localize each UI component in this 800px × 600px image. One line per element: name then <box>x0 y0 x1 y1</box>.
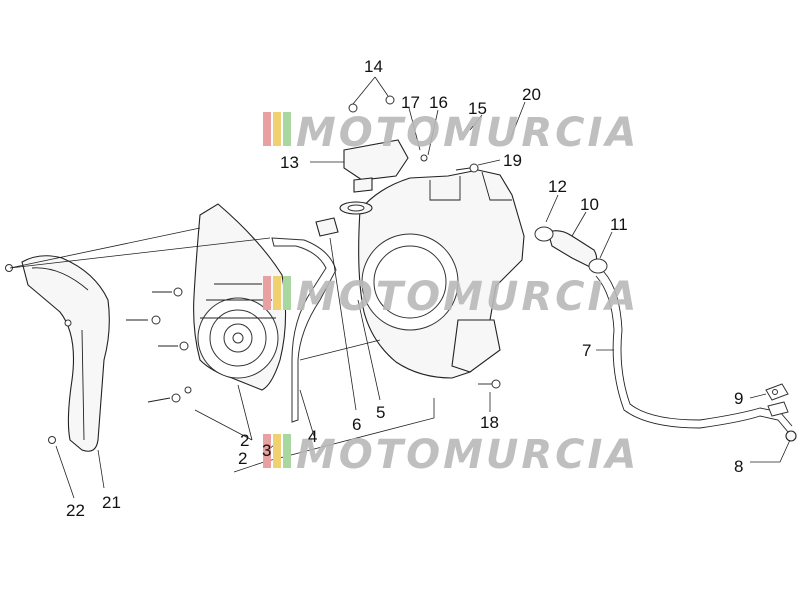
seal-ring <box>339 201 373 215</box>
part-11-clamp <box>588 258 608 274</box>
wm-stripe-green <box>283 434 291 468</box>
watermark-text: MOTOMURCIA <box>296 274 639 320</box>
part-22-screw <box>48 436 56 444</box>
part-5-housing <box>358 169 525 379</box>
part-7-pipe <box>595 271 793 433</box>
callout-9: 9 <box>734 389 743 408</box>
watermark-bottom: MOTOMURCIA <box>263 432 639 478</box>
wm-stripe-red <box>263 276 271 310</box>
wm-stripe-green <box>283 112 291 146</box>
callout-22: 22 <box>66 501 85 520</box>
callout-15: 15 <box>468 99 487 118</box>
callout-13: 13 <box>280 153 299 172</box>
callout-7: 7 <box>582 341 591 360</box>
wm-stripe-yellow <box>273 434 281 468</box>
wm-stripe-yellow <box>273 112 281 146</box>
part-12-clamp <box>534 226 554 242</box>
callout-2: 2 <box>240 431 249 450</box>
wm-stripe-red <box>263 434 271 468</box>
part-3-fan-cover <box>193 203 287 391</box>
part-10-hose-connector <box>547 230 598 269</box>
wm-stripe-yellow <box>273 276 281 310</box>
callout-5: 5 <box>376 403 385 422</box>
part-9-gasket <box>765 383 789 401</box>
watermark-text: MOTOMURCIA <box>296 432 639 478</box>
callout-2-lower: 2 <box>238 449 247 468</box>
callouts: 14 17 16 15 20 13 19 12 10 11 7 9 8 18 5… <box>66 57 743 520</box>
watermark-top: MOTOMURCIA <box>263 110 639 156</box>
part-21-side-cover <box>21 255 110 452</box>
wm-stripe-green <box>283 276 291 310</box>
part-4-gasket <box>271 237 337 423</box>
callout-8: 8 <box>734 457 743 476</box>
leader-lines <box>9 76 791 499</box>
callout-10: 10 <box>580 195 599 214</box>
callout-11: 11 <box>610 215 628 234</box>
callout-17: 17 <box>401 93 420 112</box>
callout-6: 6 <box>352 415 361 434</box>
callout-3: 3 <box>262 441 271 460</box>
callout-18: 18 <box>480 413 499 432</box>
callout-4: 4 <box>308 427 317 446</box>
callout-14: 14 <box>364 57 383 76</box>
part-8-nut <box>767 401 797 442</box>
screws-left <box>126 287 192 403</box>
callout-21: 21 <box>102 493 121 512</box>
callout-19: 19 <box>503 151 522 170</box>
wm-stripe-red <box>263 112 271 146</box>
watermark-middle: MOTOMURCIA <box>263 274 639 320</box>
part-13-valve <box>343 95 409 193</box>
callout-16: 16 <box>429 93 448 112</box>
callout-12: 12 <box>548 177 567 196</box>
watermark-text: MOTOMURCIA <box>296 110 639 156</box>
callout-20: 20 <box>522 85 541 104</box>
part-6-clip <box>315 217 339 237</box>
